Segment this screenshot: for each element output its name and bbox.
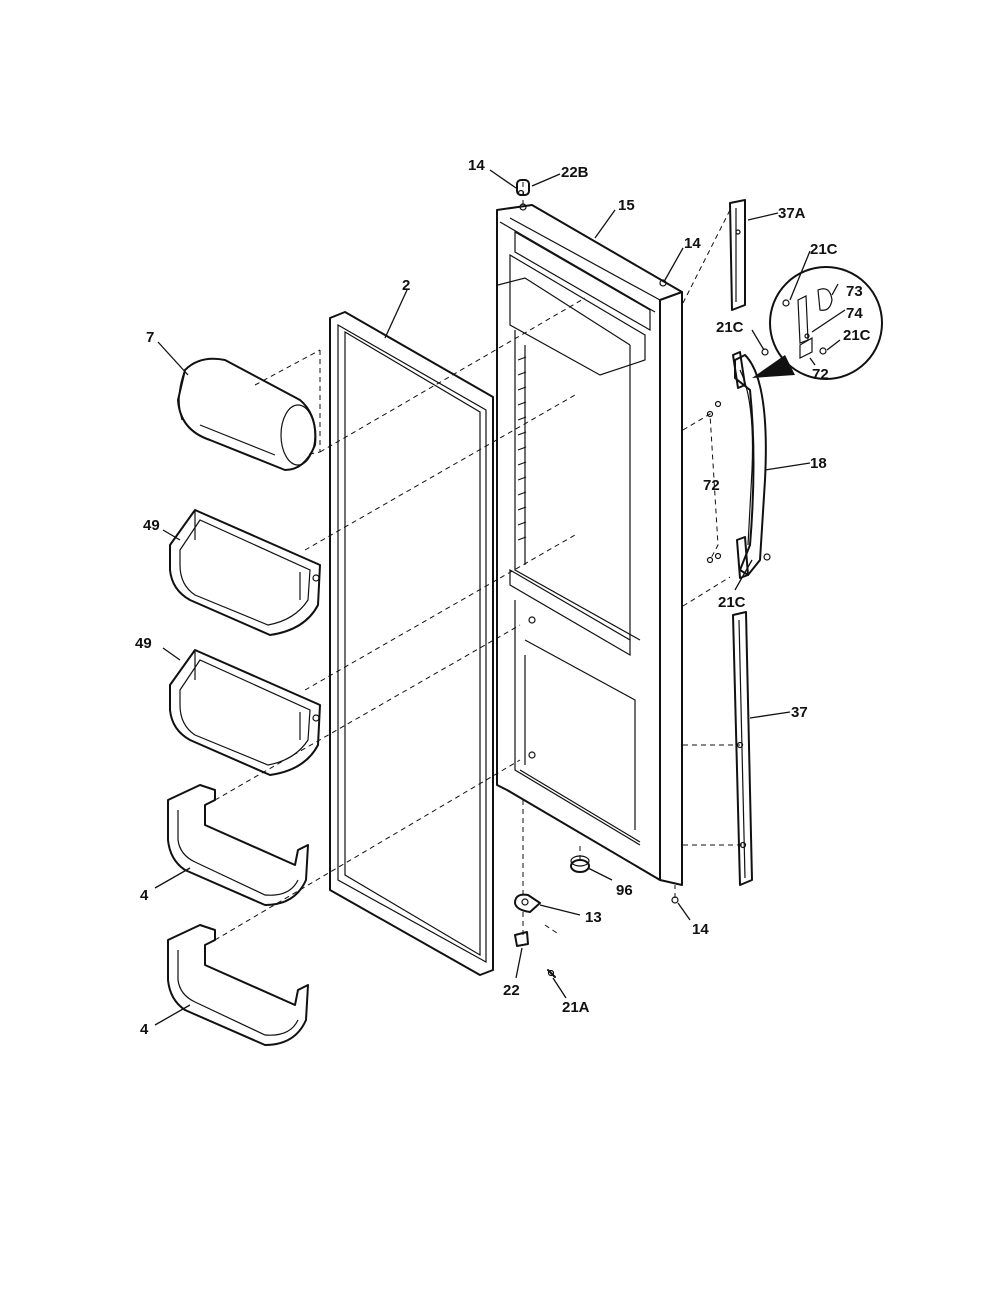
callout-72: 72 <box>703 477 720 494</box>
dairy-container <box>177 357 317 471</box>
callout-22: 22 <box>503 982 520 999</box>
assembly-lines <box>214 180 743 941</box>
callout-96: 96 <box>616 882 633 899</box>
callout-21c-lower: 21C <box>718 594 746 611</box>
callout-4-lower: 4 <box>140 1021 149 1038</box>
door-handle <box>732 351 767 579</box>
door-gasket <box>329 311 494 976</box>
callout-21c-upper: 21C <box>716 319 744 336</box>
callout-labels: 14 22B 15 14 37A 2 7 21C 73 74 21C 72 21… <box>135 157 871 1038</box>
handle-trim-lower <box>732 611 753 886</box>
callout-2: 2 <box>402 277 410 294</box>
door-panel <box>496 203 683 886</box>
callout-4-upper: 4 <box>140 887 149 904</box>
bottom-hinge-bracket <box>514 893 541 913</box>
hinge-screw <box>547 969 556 978</box>
leader-lines <box>154 169 846 1026</box>
callout-21c-inset-right: 21C <box>843 327 871 344</box>
callout-37: 37 <box>791 704 808 721</box>
callout-14-top: 14 <box>468 157 485 174</box>
handle-screws <box>706 348 771 564</box>
callout-21a: 21A <box>562 999 590 1016</box>
bottom-hinge-bushing <box>514 931 529 947</box>
door-stop <box>570 855 590 873</box>
callout-49-upper: 49 <box>143 517 160 534</box>
callout-22b: 22B <box>561 164 589 181</box>
door-shelf-lower <box>167 924 309 1046</box>
callout-49-lower: 49 <box>135 635 152 652</box>
callout-18: 18 <box>810 455 827 472</box>
callout-15: 15 <box>618 197 635 214</box>
callout-72-inset: 72 <box>812 366 829 383</box>
callout-74: 74 <box>846 305 863 322</box>
callout-7: 7 <box>146 329 154 346</box>
callout-13: 13 <box>585 909 602 926</box>
door-bin-lower <box>169 649 321 776</box>
handle-trim-upper <box>729 199 746 311</box>
callout-37a: 37A <box>778 205 806 222</box>
callout-73: 73 <box>846 283 863 300</box>
callout-21c-inset-left: 21C <box>810 241 838 258</box>
callout-14-bottom: 14 <box>692 921 709 938</box>
callout-14-right: 14 <box>684 235 701 252</box>
door-shelf-upper <box>167 784 309 906</box>
door-bin-upper <box>169 509 321 636</box>
